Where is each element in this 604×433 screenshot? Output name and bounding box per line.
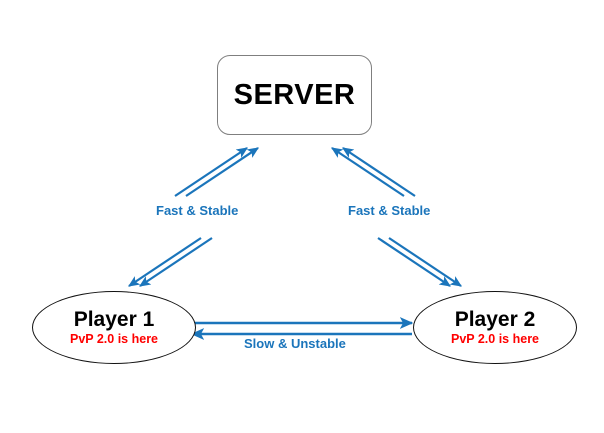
- node-server-label: SERVER: [233, 78, 356, 111]
- edge-label-player1-server: Fast & Stable: [152, 203, 243, 220]
- node-server[interactable]: SERVER: [217, 55, 372, 135]
- edge-player1-player2: [190, 317, 414, 340]
- node-player-2-note: PvP 2.0 is here: [450, 332, 540, 347]
- node-player-1-title: Player 1: [73, 308, 155, 332]
- edge-player2-server: [331, 147, 462, 287]
- node-player-2-title: Player 2: [454, 308, 536, 332]
- edge-label-player1-player2: Slow & Unstable: [240, 336, 350, 353]
- node-player-1-note: PvP 2.0 is here: [69, 332, 159, 347]
- edge-player1-server: [128, 147, 259, 287]
- node-player-1[interactable]: Player 1 PvP 2.0 is here: [32, 291, 196, 364]
- edge-label-player2-server: Fast & Stable: [344, 203, 435, 220]
- node-player-2[interactable]: Player 2 PvP 2.0 is here: [413, 291, 577, 364]
